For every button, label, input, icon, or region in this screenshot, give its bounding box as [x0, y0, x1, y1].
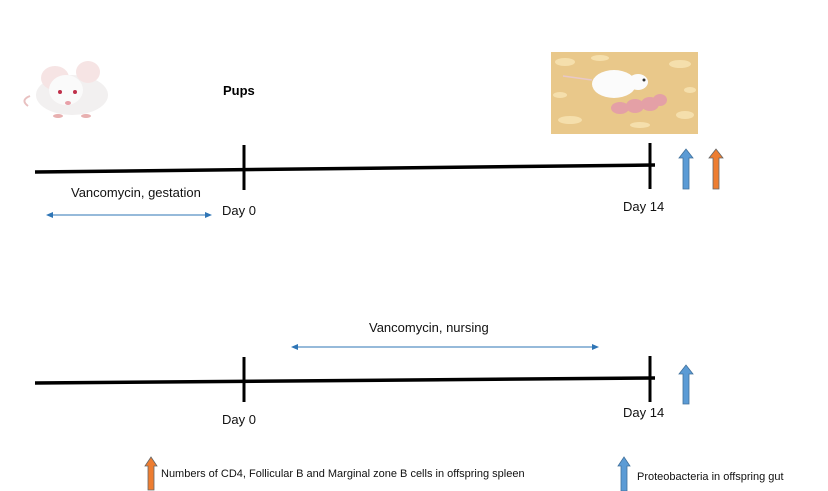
day-0-label: Day 0 — [222, 412, 256, 427]
orange-up-arrow-icon — [708, 148, 724, 190]
blue-up-arrow-icon — [678, 364, 694, 405]
blue-up-arrow-icon — [678, 148, 694, 190]
timeline-gestation: Vancomycin, gestation Day 0 Day 14 — [34, 143, 724, 218]
legend-orange-text: Numbers of CD4, Follicular B and Margina… — [161, 468, 525, 480]
legend-blue-text: Proteobacteria in offspring gut — [637, 471, 784, 483]
adult-mouse-image — [23, 61, 108, 118]
orange-up-arrow-icon — [144, 456, 158, 491]
treatment-label: Vancomycin, nursing — [369, 320, 489, 335]
blue-up-arrow-icon — [617, 456, 631, 491]
legend: Numbers of CD4, Follicular B and Margina… — [144, 456, 784, 491]
pups-heading: Pups — [223, 83, 255, 98]
day-14-label: Day 14 — [623, 199, 664, 214]
day-0-label: Day 0 — [222, 203, 256, 218]
treatment-label: Vancomycin, gestation — [71, 185, 201, 200]
day-14-label: Day 14 — [623, 405, 664, 420]
mother-with-pups-photo — [551, 52, 698, 134]
timeline-nursing: Vancomycin, nursing Day 0 Day 14 — [34, 320, 694, 427]
